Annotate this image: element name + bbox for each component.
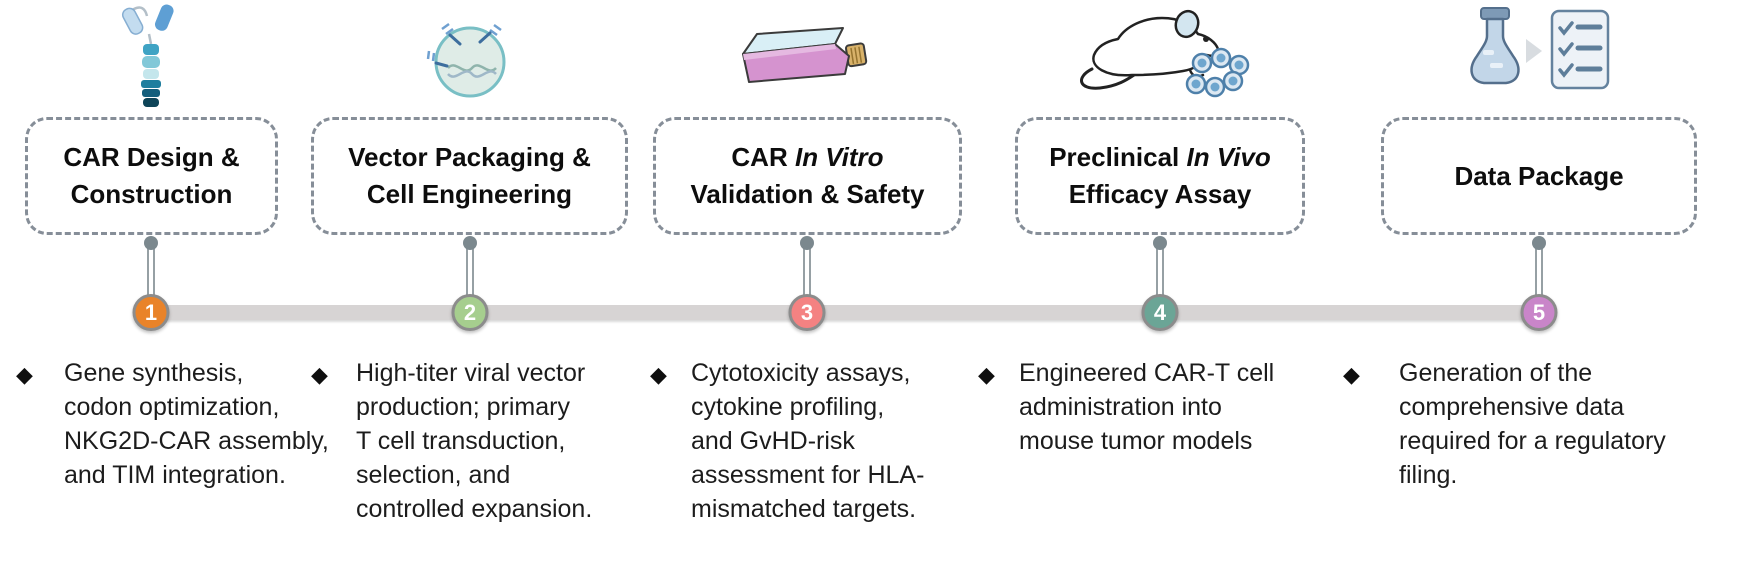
mouse-icon: [1074, 5, 1250, 108]
diamond-bullet-icon: ◆: [16, 362, 33, 387]
milestone-number-2: 2: [451, 294, 489, 331]
step-box-4: Preclinical In Vivo Efficacy Assay: [1015, 117, 1305, 235]
step-description-5: Generation of the comprehensive data req…: [1399, 359, 1666, 489]
car-construct-icon: [116, 2, 186, 113]
step-description-1: Gene synthesis, codon optimization, NKG2…: [64, 359, 329, 489]
connector-dot: [463, 236, 477, 250]
step-box-3: CAR In Vitro Validation & Safety: [653, 117, 962, 235]
step-description-4: Engineered CAR-T cell administration int…: [1019, 359, 1275, 455]
step-description-2: High-titer viral vector production; prim…: [356, 359, 593, 523]
connector-line: [1535, 246, 1543, 298]
connector-dot: [144, 236, 158, 250]
diamond-bullet-icon: ◆: [1343, 362, 1360, 387]
timeline-bar: [160, 305, 1552, 320]
connector-dot: [800, 236, 814, 250]
connector-line: [466, 246, 474, 298]
diamond-bullet-icon: ◆: [978, 362, 995, 387]
step-box-1: CAR Design & Construction: [25, 117, 278, 235]
step-title-3: CAR In Vitro Validation & Safety: [690, 142, 925, 209]
engineered-cell-icon: [420, 13, 520, 110]
step-box-2: Vector Packaging & Cell Engineering: [311, 117, 628, 235]
milestone-number-5: 5: [1520, 294, 1558, 331]
connector-dot: [1153, 236, 1167, 250]
connector-line: [1156, 246, 1164, 298]
step-title-2: Vector Packaging & Cell Engineering: [348, 142, 591, 209]
step-description-3: Cytotoxicity assays, cytokine profiling,…: [691, 359, 925, 523]
milestone-number-1: 1: [132, 294, 170, 331]
step-title-1: CAR Design & Construction: [63, 142, 240, 209]
step-title-5: Data Package: [1454, 160, 1624, 191]
connector-line: [803, 246, 811, 298]
diamond-bullet-icon: ◆: [311, 362, 328, 387]
milestone-number-4: 4: [1141, 294, 1179, 331]
data-package-icon: [1460, 6, 1618, 99]
step-box-5: Data Package: [1381, 117, 1697, 235]
connector-dot: [1532, 236, 1546, 250]
milestone-number-3: 3: [788, 294, 826, 331]
culture-flask-icon: [735, 22, 879, 101]
diamond-bullet-icon: ◆: [650, 362, 667, 387]
connector-line: [147, 246, 155, 298]
step-title-4: Preclinical In Vivo Efficacy Assay: [1049, 142, 1271, 209]
